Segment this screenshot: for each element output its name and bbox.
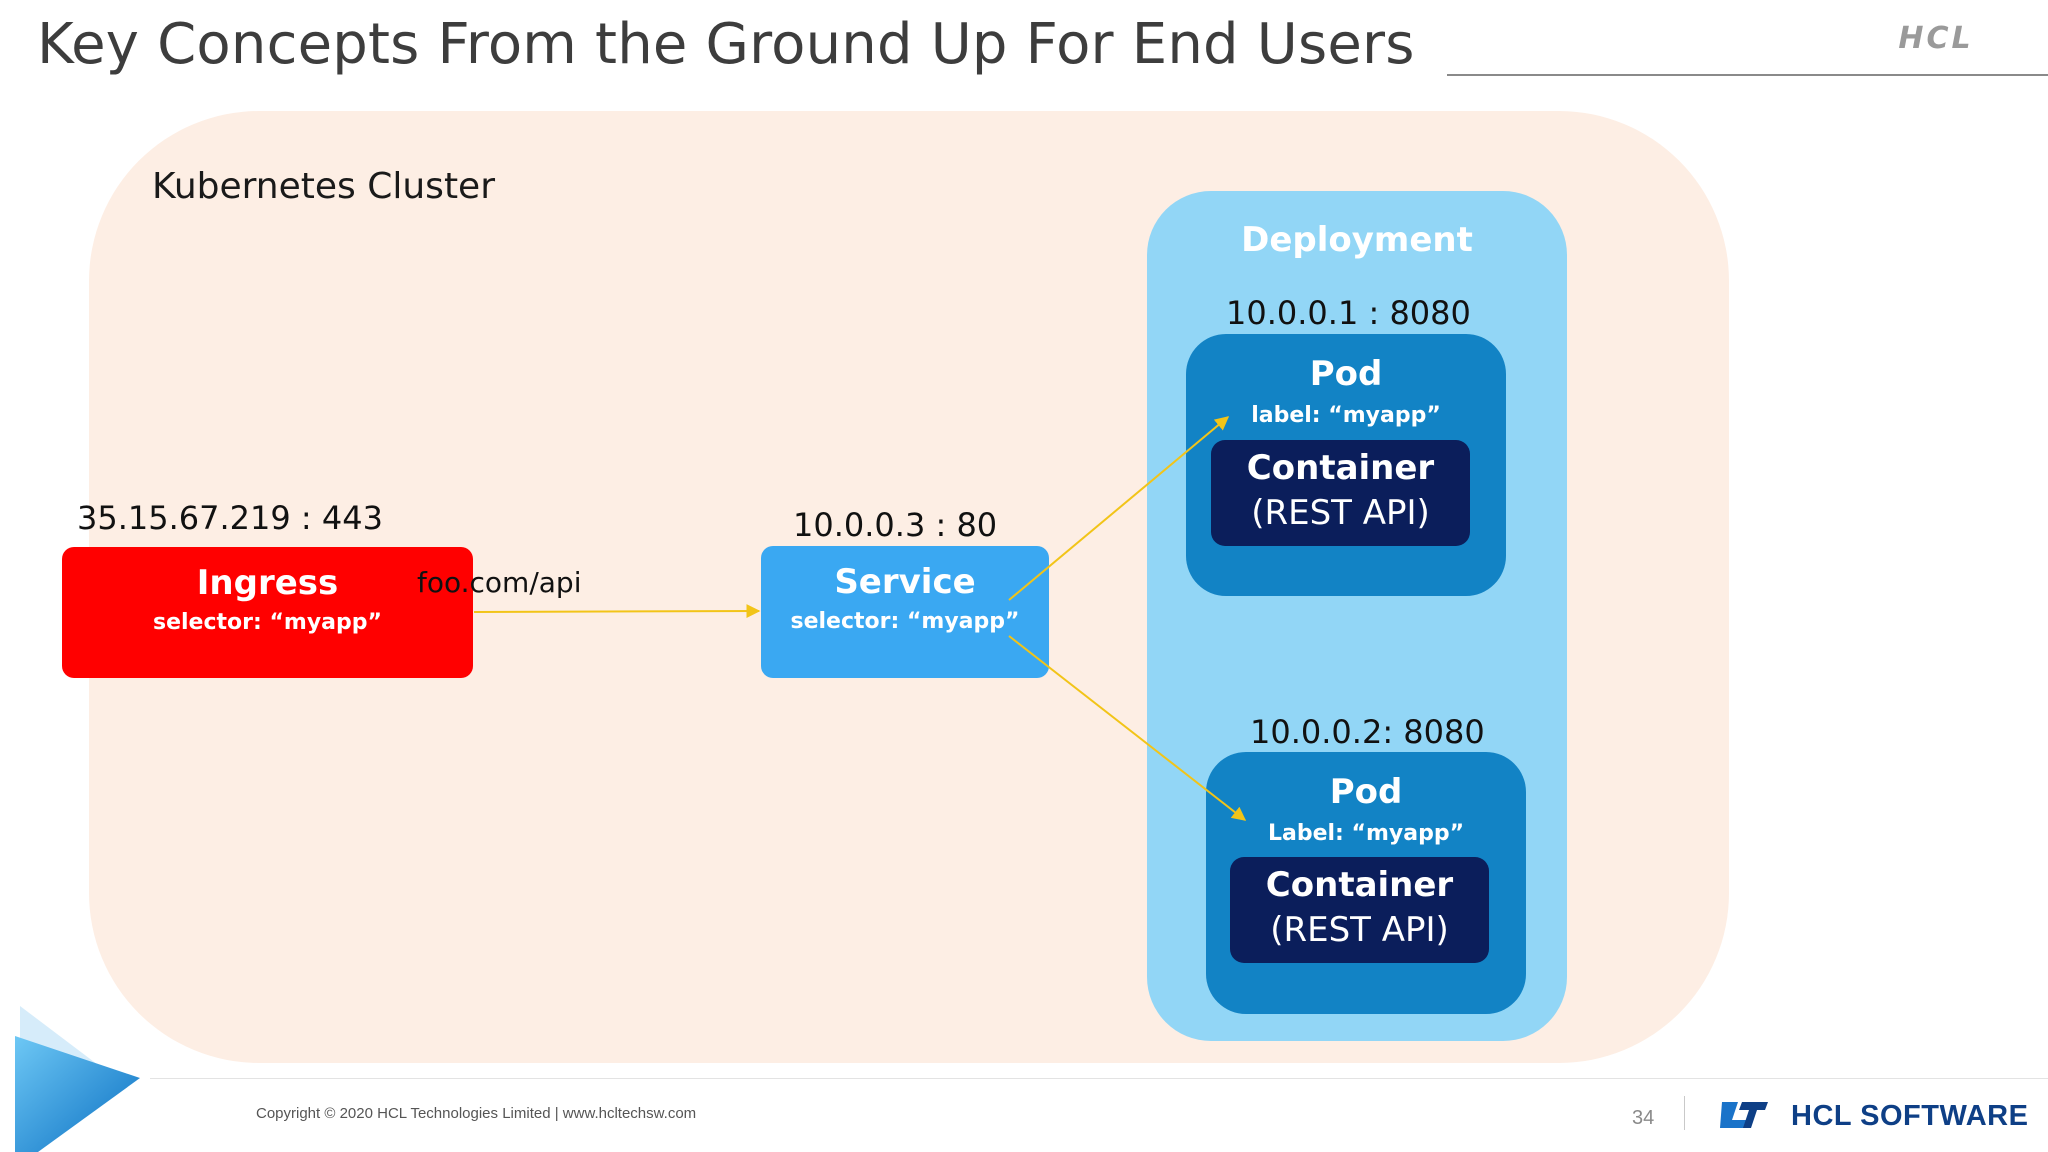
- pod-ip-2: 10.0.0.2: 8080: [1250, 713, 1485, 751]
- footer-divider: [150, 1078, 2048, 1079]
- corner-triangle-decoration: [15, 1006, 140, 1152]
- container-title-2: Container: [1265, 865, 1454, 905]
- hcl-software-mark-icon: [1720, 1102, 1768, 1128]
- deployment-label: Deployment: [1241, 220, 1473, 260]
- cluster-label: Kubernetes Cluster: [152, 166, 496, 207]
- pod-title-1: Pod: [1309, 354, 1383, 394]
- hcl-logo-text: HCL: [1898, 21, 1973, 56]
- pod-title-2: Pod: [1329, 772, 1403, 812]
- pod-label-1: label: “myapp”: [1251, 403, 1441, 428]
- container-subtitle-2: (REST API): [1270, 910, 1449, 950]
- footer-copyright: Copyright © 2020 HCL Technologies Limite…: [256, 1105, 697, 1122]
- ingress-selector: selector: “myapp”: [153, 610, 382, 635]
- ingress-route-label: foo.com/api: [417, 566, 582, 599]
- ingress-ip: 35.15.67.219 : 443: [77, 499, 383, 537]
- pod-ip-1: 10.0.0.1 : 8080: [1226, 294, 1471, 332]
- header-divider: [1447, 74, 2048, 76]
- service-title: Service: [834, 562, 976, 602]
- slide-title: Key Concepts From the Ground Up For End …: [37, 12, 1415, 77]
- container-title-1: Container: [1246, 448, 1435, 488]
- hcl-logo: HCL: [1898, 21, 1973, 56]
- page-number: 34: [1632, 1107, 1655, 1129]
- footer-separator: [1684, 1096, 1685, 1130]
- brand-name: HCL SOFTWARE: [1791, 1100, 2029, 1132]
- service-ip: 10.0.0.3 : 80: [793, 506, 998, 544]
- container-box-1: [1211, 440, 1470, 546]
- service-selector: selector: “myapp”: [790, 609, 1020, 634]
- service-box: [761, 546, 1049, 678]
- ingress-title: Ingress: [196, 563, 339, 603]
- container-box-2: [1230, 857, 1489, 963]
- ingress-box: [62, 547, 473, 678]
- pod-label-2: Label: “myapp”: [1267, 821, 1465, 846]
- container-subtitle-1: (REST API): [1251, 493, 1430, 533]
